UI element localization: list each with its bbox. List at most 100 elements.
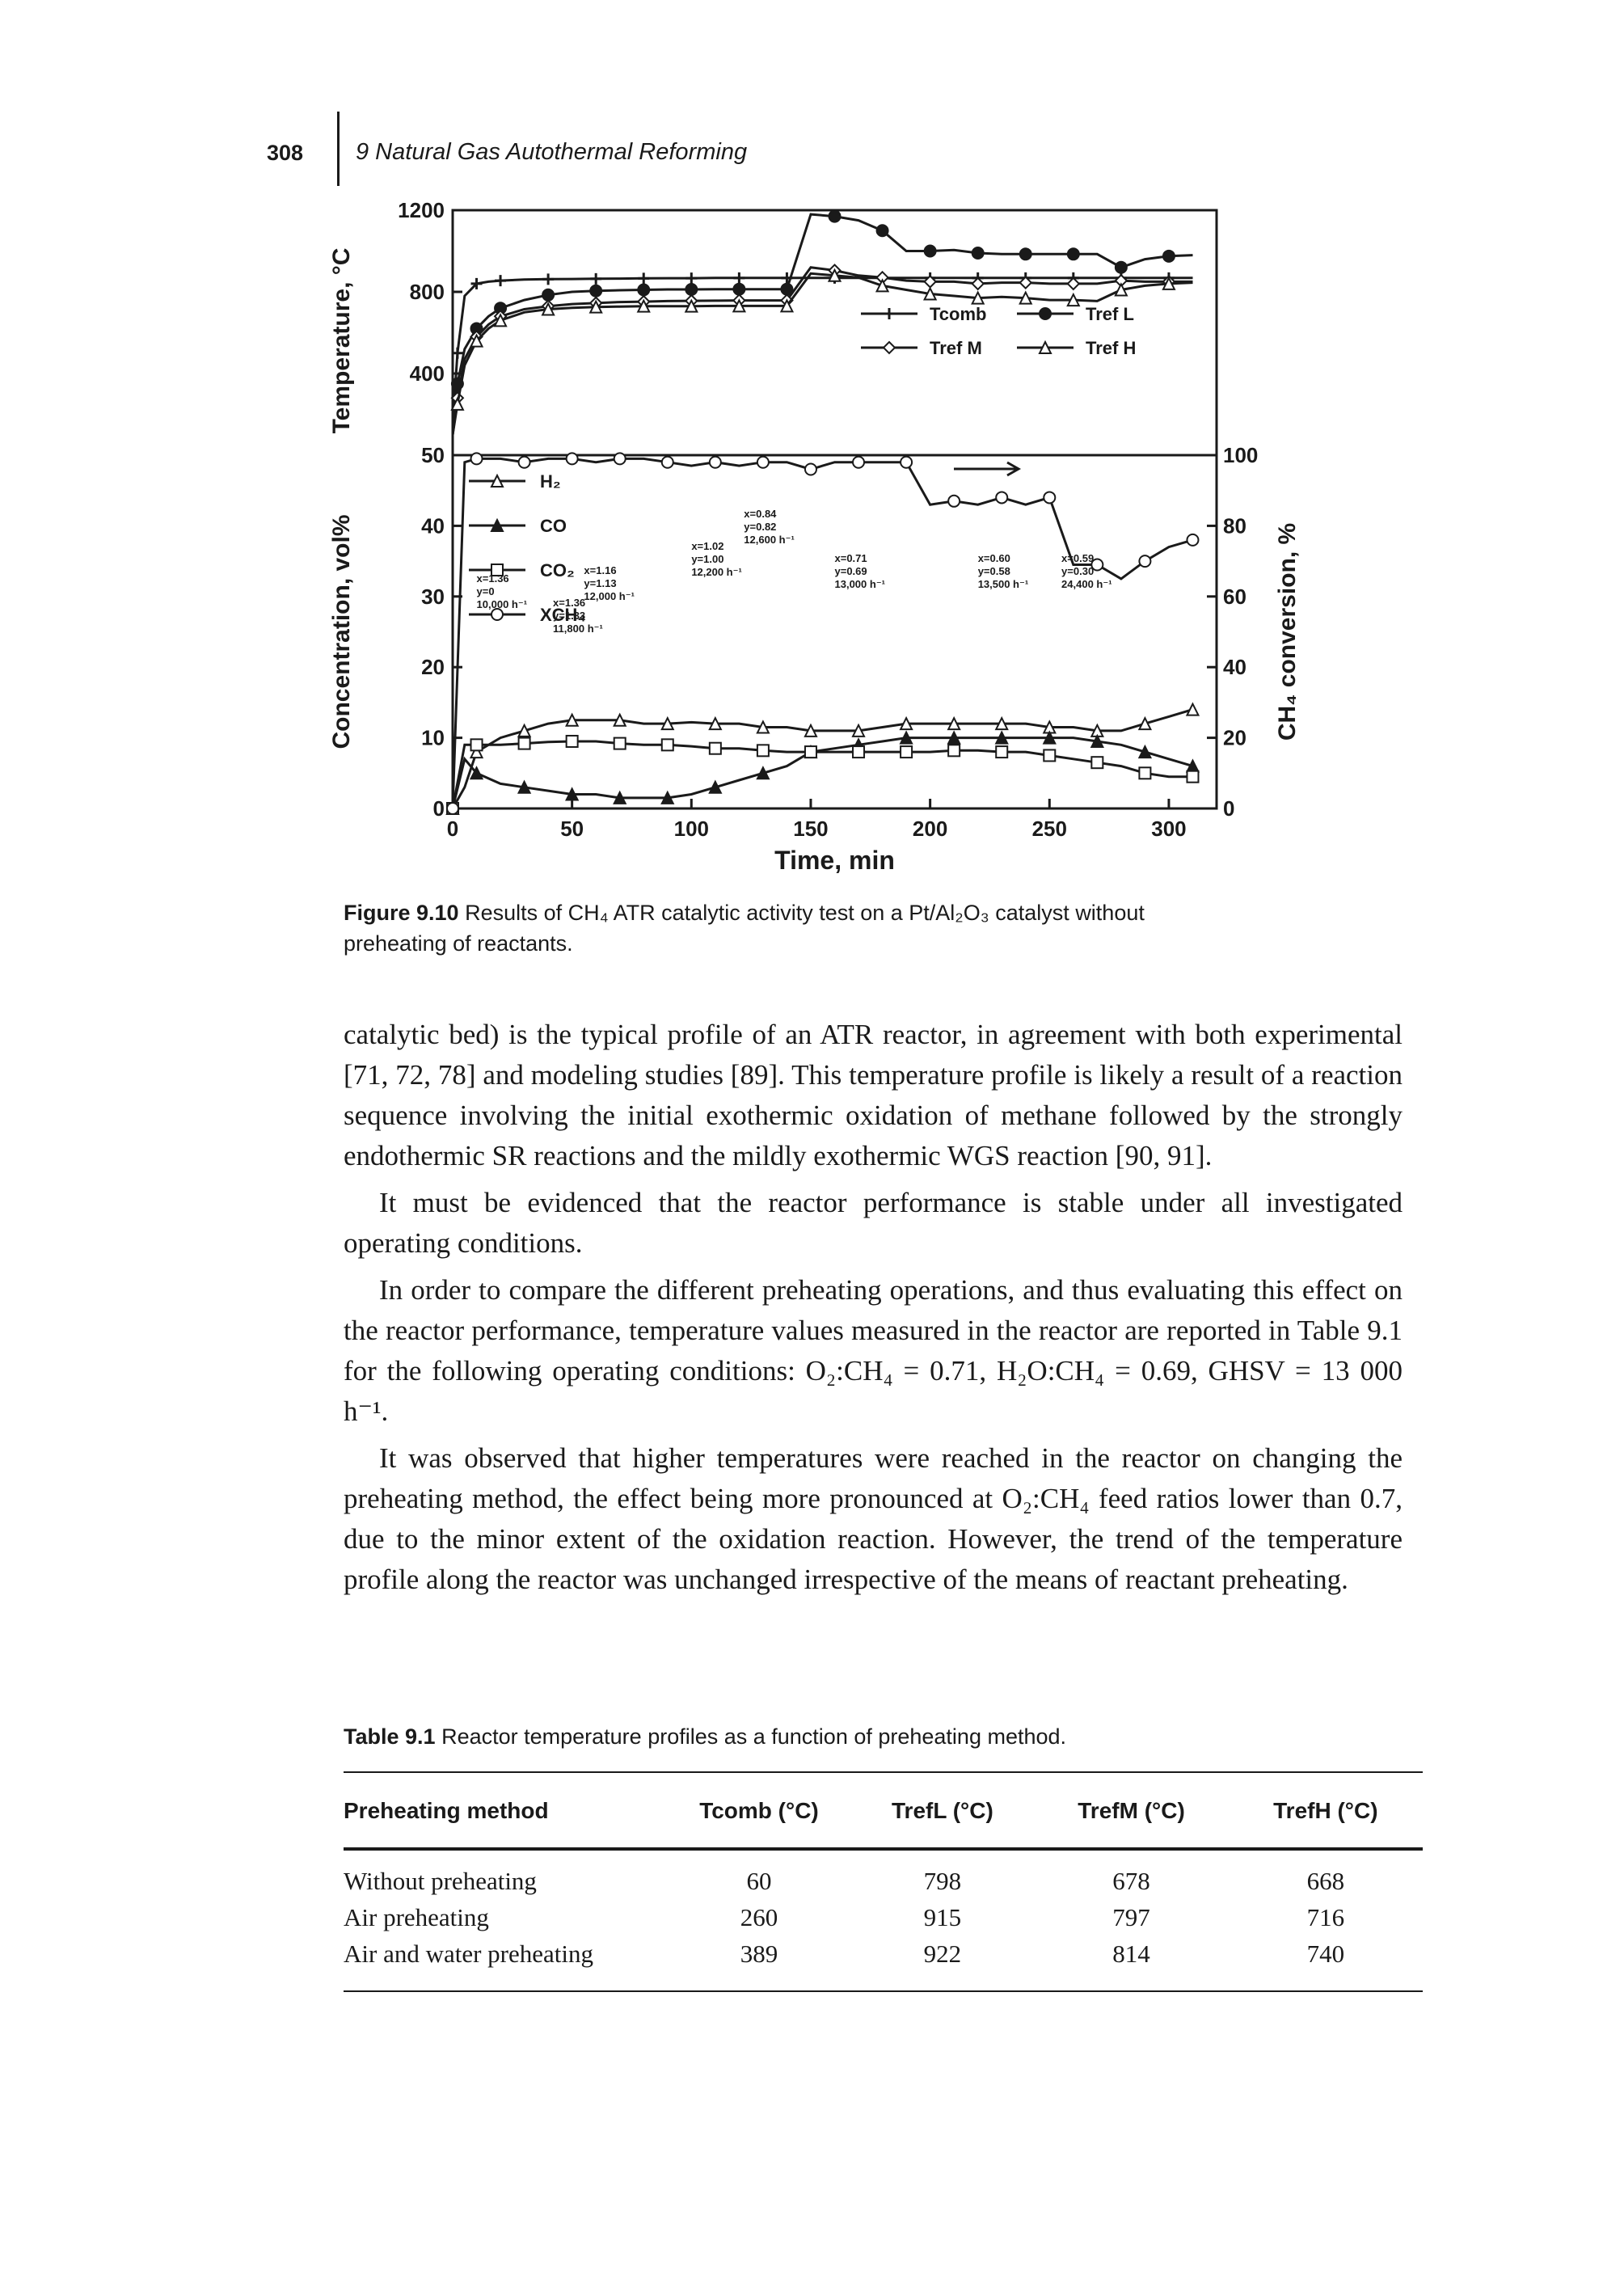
y-tick-label: 20 bbox=[421, 655, 445, 679]
annotation-line: y=0.30 bbox=[1061, 565, 1094, 577]
annotation-line: 12,600 h⁻¹ bbox=[744, 534, 795, 546]
data-point bbox=[495, 275, 507, 287]
series-line bbox=[450, 209, 1193, 435]
legend-label: Tref L bbox=[1086, 304, 1134, 324]
data-point bbox=[899, 715, 913, 731]
plot-frame bbox=[451, 454, 1218, 810]
data-point bbox=[541, 302, 555, 316]
data-point bbox=[685, 272, 698, 285]
table-top-rule bbox=[344, 1771, 1423, 1773]
data-point bbox=[613, 712, 627, 727]
data-point bbox=[517, 779, 532, 794]
annotation-line: y=0.69 bbox=[835, 565, 867, 577]
y2-tick-label: 60 bbox=[1223, 585, 1246, 609]
y2-tick-label: 80 bbox=[1223, 513, 1246, 538]
table-cell: Air and water preheating bbox=[344, 1939, 594, 1968]
table-cell: 922 bbox=[923, 1939, 962, 1968]
body-text: catalytic bed) is the typical profile of… bbox=[344, 1015, 1403, 1606]
data-point bbox=[1162, 249, 1175, 263]
data-point bbox=[470, 738, 483, 752]
data-point bbox=[756, 720, 770, 734]
running-head: 308 9 Natural Gas Autothermal Reforming bbox=[267, 112, 1156, 186]
data-point bbox=[708, 779, 723, 794]
data-point bbox=[852, 745, 866, 759]
data-point bbox=[804, 745, 817, 759]
data-point bbox=[1019, 290, 1033, 305]
annotation-line: x=1.02 bbox=[691, 540, 723, 552]
series-path bbox=[451, 737, 1193, 809]
annotation-line: y=0.82 bbox=[744, 521, 776, 533]
x-tick-label: 50 bbox=[560, 817, 584, 841]
y-tick-label: 0 bbox=[433, 796, 445, 821]
data-point bbox=[565, 787, 580, 801]
data-point bbox=[899, 730, 913, 745]
data-point bbox=[490, 473, 504, 488]
data-point bbox=[660, 790, 675, 804]
data-point bbox=[756, 744, 770, 758]
table-cell: 814 bbox=[1112, 1939, 1150, 1968]
data-point bbox=[1162, 276, 1176, 290]
data-point bbox=[1066, 276, 1081, 291]
data-point bbox=[900, 745, 913, 759]
table-cell: 60 bbox=[746, 1866, 772, 1895]
y2-axis-label: CH₄ conversion, % bbox=[1274, 523, 1301, 741]
table-cell: 389 bbox=[740, 1939, 778, 1968]
table-caption-text: Reactor temperature profiles as a functi… bbox=[441, 1724, 1067, 1749]
y-tick-label: 400 bbox=[410, 361, 445, 386]
data-point bbox=[491, 608, 504, 621]
data-point bbox=[490, 517, 504, 532]
table-cell: 797 bbox=[1112, 1902, 1150, 1931]
series-path bbox=[451, 740, 1193, 809]
series-line bbox=[446, 734, 1200, 815]
data-point bbox=[851, 723, 866, 737]
data-point bbox=[636, 298, 651, 313]
annotation-line: x=0.71 bbox=[835, 552, 867, 564]
series-line bbox=[450, 268, 1193, 436]
series-line bbox=[445, 730, 1200, 815]
chapter-title: 9 Natural Gas Autothermal Reforming bbox=[356, 139, 748, 165]
data-point bbox=[1019, 247, 1032, 261]
column-header: TrefH (°C) bbox=[1273, 1798, 1378, 1823]
data-point bbox=[1043, 491, 1057, 504]
annotation-line: 12,200 h⁻¹ bbox=[691, 566, 742, 578]
paragraph: catalytic bed) is the typical profile of… bbox=[344, 1019, 1403, 1171]
data-point bbox=[733, 272, 745, 284]
series-path bbox=[451, 272, 1193, 436]
y2-tick-label: 40 bbox=[1223, 655, 1246, 679]
data-point bbox=[451, 347, 463, 359]
data-point bbox=[947, 730, 961, 745]
x-tick-label: 200 bbox=[913, 817, 947, 841]
data-point bbox=[804, 462, 817, 476]
table-row: Air and water preheating 389 922 814 740 bbox=[344, 1935, 1423, 1972]
data-point bbox=[1043, 749, 1057, 762]
figure-caption: Figure 9.10 Results of CH₄ ATR catalytic… bbox=[344, 897, 1152, 959]
annotation-line: y=1.33 bbox=[553, 610, 585, 622]
data-point bbox=[684, 298, 698, 313]
x-axis-label: Time, min bbox=[774, 846, 895, 875]
annotation-line: 24,400 h⁻¹ bbox=[1061, 578, 1112, 590]
table-cell: 915 bbox=[923, 1902, 962, 1931]
column-header: TrefM (°C) bbox=[1078, 1798, 1185, 1823]
y2-tick-label: 0 bbox=[1223, 796, 1234, 821]
data-point bbox=[708, 715, 723, 731]
data-point bbox=[685, 282, 698, 296]
table-cell: 260 bbox=[740, 1902, 778, 1931]
x-tick-label: 250 bbox=[1032, 817, 1067, 841]
data-point bbox=[947, 744, 961, 758]
annotation-line: x=1.36 bbox=[553, 597, 585, 609]
legend-label: XCH₄ bbox=[540, 605, 586, 625]
data-point bbox=[708, 741, 722, 755]
data-point bbox=[613, 452, 626, 466]
x-tick-label: 300 bbox=[1151, 817, 1186, 841]
legend-label: Tref H bbox=[1086, 338, 1136, 358]
data-point bbox=[469, 766, 484, 780]
data-point bbox=[542, 288, 555, 302]
legend-label: CO₂ bbox=[540, 560, 575, 580]
legend-label: H₂ bbox=[540, 471, 561, 492]
data-point bbox=[732, 282, 746, 296]
